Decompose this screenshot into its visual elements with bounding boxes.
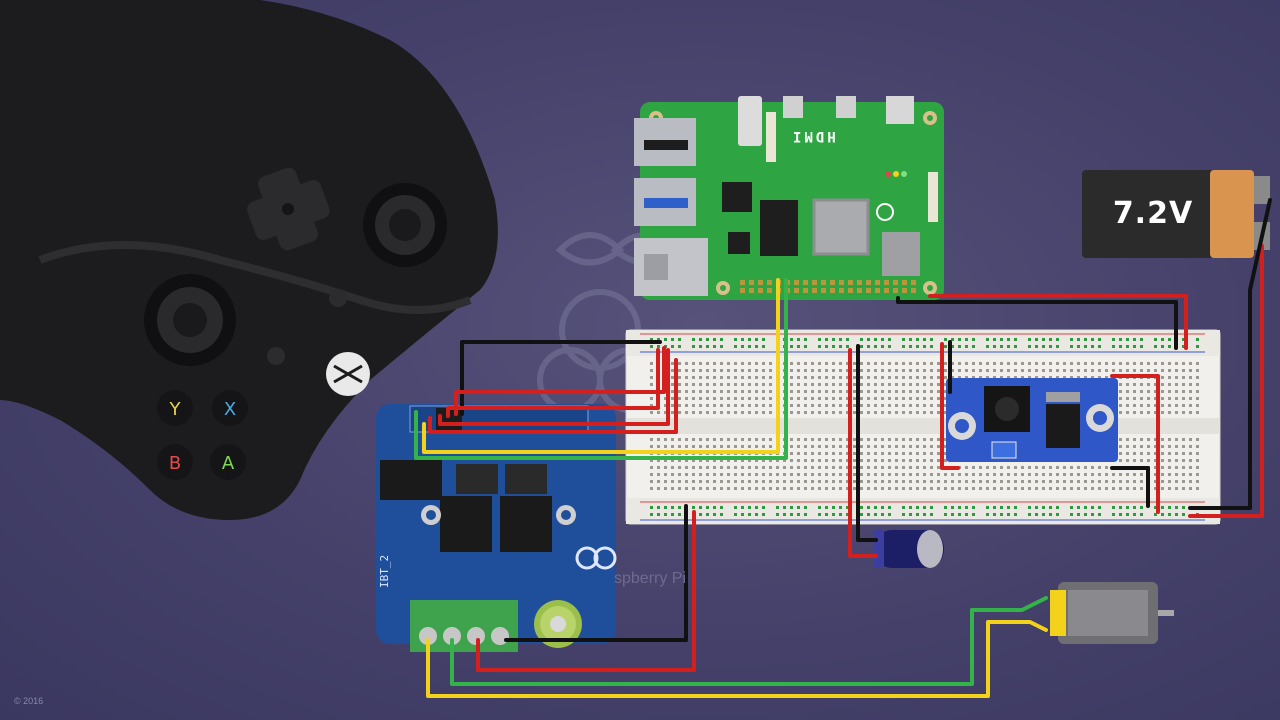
wire-green xyxy=(414,278,788,460)
wire-black xyxy=(896,296,1178,350)
svg-text:B: B xyxy=(169,453,181,474)
arduino-logo-icon xyxy=(575,546,617,570)
menu-button-icon xyxy=(267,347,285,365)
wire-yellow xyxy=(422,278,780,454)
wire-yellow xyxy=(426,620,1048,698)
dc-motor xyxy=(1050,582,1174,644)
hdmi-port-icon xyxy=(783,96,803,118)
view-button-icon xyxy=(329,289,347,307)
svg-text:Y: Y xyxy=(169,399,182,420)
motor-driver-ibt2 xyxy=(376,404,617,652)
wire-black xyxy=(1110,466,1150,508)
wires xyxy=(414,198,1272,698)
left-thumbstick-icon xyxy=(144,274,236,366)
wire-red xyxy=(1110,374,1160,514)
usb-c-port-icon xyxy=(886,96,914,124)
buck-converter xyxy=(946,378,1118,462)
svg-text:A: A xyxy=(222,453,235,474)
wire-red xyxy=(928,294,1188,350)
wire-red xyxy=(428,358,678,434)
usb2-port-icon xyxy=(634,118,696,166)
ram-chip xyxy=(760,200,798,256)
wire-black xyxy=(856,344,878,542)
raspberry-pi-4 xyxy=(634,96,944,300)
wire-green xyxy=(450,596,1048,686)
battery xyxy=(1082,170,1270,258)
wire-black xyxy=(1188,198,1272,510)
wire-red xyxy=(1188,244,1264,518)
copyright-text: © 2016 xyxy=(14,696,44,706)
wire-black xyxy=(504,504,688,642)
a-button-icon: A xyxy=(210,444,246,480)
x-button-icon: X xyxy=(212,390,248,426)
motor-driver-model-label: IBT_2 xyxy=(378,554,391,588)
b-button-icon: B xyxy=(157,444,193,480)
battery-voltage-label: 7.2V xyxy=(1112,196,1194,231)
xbox-button-icon xyxy=(326,352,370,396)
wire-red xyxy=(476,510,696,672)
capacitor xyxy=(874,530,944,568)
ethernet-port-icon xyxy=(634,238,708,296)
capacitor-small xyxy=(534,600,582,648)
dpad-icon xyxy=(247,167,330,251)
breadboard xyxy=(625,329,1221,525)
hdmi-port-icon xyxy=(836,96,856,118)
mosfet-icon xyxy=(440,496,492,552)
wire-red xyxy=(848,348,878,558)
audio-jack-icon xyxy=(738,96,762,146)
usb3-port-icon xyxy=(634,178,696,226)
hdmi-label: HDMI xyxy=(790,128,836,144)
right-thumbstick-icon xyxy=(363,183,447,267)
game-controller: Y X B A xyxy=(0,0,498,520)
processor-chip xyxy=(812,198,870,256)
raspberry-pi-watermark-text: spberry Pi xyxy=(614,570,687,587)
wire-red xyxy=(446,348,660,418)
svg-text:X: X xyxy=(224,399,236,420)
mosfet-icon xyxy=(500,496,552,552)
wire-red xyxy=(438,348,670,426)
y-button-icon: Y xyxy=(157,390,193,426)
wire-red xyxy=(454,346,666,416)
wire-red xyxy=(940,342,960,470)
